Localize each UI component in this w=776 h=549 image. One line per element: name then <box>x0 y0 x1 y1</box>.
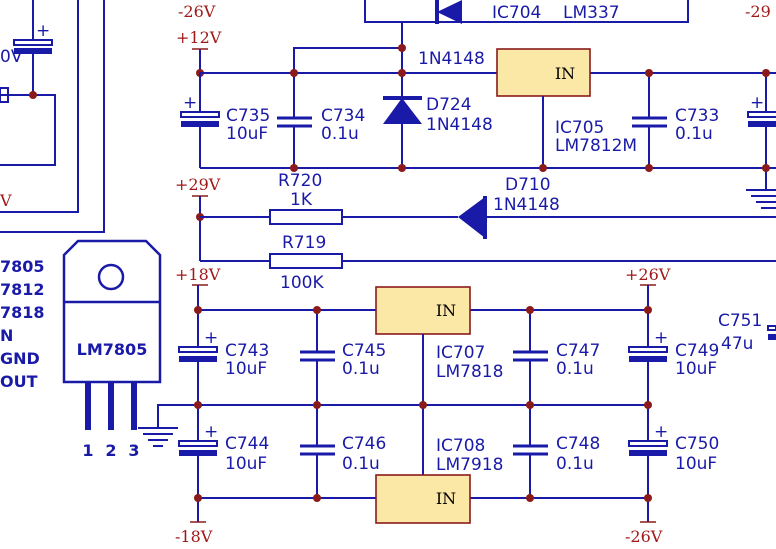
c735-value: 10uF <box>226 124 268 144</box>
d724-diode-icon <box>383 98 422 124</box>
c735-label: C735 <box>226 106 270 126</box>
ic708-regulator-box <box>375 474 471 524</box>
ic704-part: LM337 <box>563 3 620 23</box>
d710-part: 1N4148 <box>493 195 560 215</box>
c744-label: C744 <box>225 434 269 454</box>
legend-line-6: OUT <box>0 372 38 391</box>
c751-value: 47u <box>721 334 753 354</box>
legend-line-3: 7818 <box>0 303 45 322</box>
ic705-label: IC705 <box>555 118 604 138</box>
ic708-part: LM7918 <box>436 455 503 475</box>
c747-value: 0.1u <box>556 359 594 379</box>
c749-polarity: + <box>654 328 668 348</box>
c746-value: 0.1u <box>342 454 380 474</box>
ic704-section: -26V -29 IC704 LM337 1N4148 <box>178 0 771 69</box>
legend-line-2: 7812 <box>0 280 45 299</box>
ic707-in-label: IN <box>436 301 456 320</box>
r719-label: R719 <box>282 233 326 253</box>
r719-value: 100K <box>280 273 324 293</box>
rail-label-minus26-top: -26V <box>178 2 216 21</box>
diode-top-icon <box>437 0 462 24</box>
package-name: LM7805 <box>77 340 148 359</box>
c745-value: 0.1u <box>342 359 380 379</box>
ic707-part: LM7818 <box>436 362 503 382</box>
rail-label-m26: -26V <box>625 527 663 546</box>
r720-resistor-icon <box>269 209 343 225</box>
rail-label-p12: +12V <box>176 28 222 47</box>
c750-polarity: + <box>654 422 668 442</box>
c749-value: 10uF <box>675 359 717 379</box>
d710-label: D710 <box>505 175 551 195</box>
c734-label: C734 <box>321 106 365 126</box>
c743-label: C743 <box>225 341 269 361</box>
legend-line-5: GND <box>0 349 40 368</box>
rail-label-p18: +18V <box>175 265 221 284</box>
c746-label: C746 <box>342 434 386 454</box>
rail-label-m18: -18V <box>175 527 213 546</box>
ic704-label: IC704 <box>492 3 541 23</box>
c744-polarity: + <box>204 422 218 442</box>
ic708-label: IC708 <box>436 436 485 456</box>
legend-line-1: 7805 <box>0 257 45 276</box>
ic708-in-label: IN <box>436 489 456 508</box>
r720-label: R720 <box>278 171 322 191</box>
left-edge-0v-label: 0V <box>0 47 23 67</box>
pin-2-label: 2 <box>105 441 116 460</box>
ic705-regulator-box <box>496 48 591 97</box>
c748-value: 0.1u <box>556 454 594 474</box>
c733-value: 0.1u <box>675 124 713 144</box>
right-cap-polarity: + <box>750 93 764 113</box>
d710-diode-icon <box>458 197 485 238</box>
r720-r719-section: +29V R720 1K R719 100K D710 1N4148 <box>175 171 776 293</box>
c750-value: 10uF <box>675 454 717 474</box>
c748-label: C748 <box>556 434 600 454</box>
c743-polarity: + <box>204 328 218 348</box>
ic707-label: IC707 <box>436 343 485 363</box>
pin-3-label: 3 <box>128 441 139 460</box>
pin-1-label: 1 <box>82 441 93 460</box>
rail-label-minus29-top: -29 <box>745 2 771 21</box>
d724-label: D724 <box>426 95 472 115</box>
package-legend: 7805 7812 7818 N GND OUT <box>0 257 45 391</box>
ic705-section: +12V + C735 10uF C734 0.1u D724 1N4148 I… <box>176 28 776 209</box>
c745-label: C745 <box>342 341 386 361</box>
diode-top-part: 1N4148 <box>418 49 485 69</box>
ic705-part: LM7812M <box>555 136 637 156</box>
lm7805-package: LM7805 1 2 3 <box>62 239 162 460</box>
rail-label-p26: +26V <box>625 265 671 284</box>
legend-line-4: N <box>0 326 13 345</box>
c747-label: C747 <box>556 341 600 361</box>
ic707-ic708-section: +18V +26V -18V -26V IN IC707 LM7818 IN I… <box>175 265 776 546</box>
left-partial-circuit: + 0V V <box>0 0 105 233</box>
r720-value: 1K <box>290 190 313 210</box>
rail-label-p29: +29V <box>175 175 221 194</box>
c735-polarity: + <box>183 93 197 113</box>
c749-label: C749 <box>675 341 719 361</box>
cap-polarity-mark: + <box>36 21 50 41</box>
ic705-in-label: IN <box>555 64 575 83</box>
ic707-regulator-box <box>375 286 471 335</box>
r719-resistor-icon <box>269 253 343 269</box>
c744-value: 10uF <box>225 454 267 474</box>
left-edge-v-label: V <box>0 191 12 210</box>
c743-value: 10uF <box>225 359 267 379</box>
c734-value: 0.1u <box>321 124 359 144</box>
c750-label: C750 <box>675 434 719 454</box>
ground-symbol-left <box>138 404 198 447</box>
c751-label: C751 <box>718 311 762 331</box>
c733-label: C733 <box>675 106 719 126</box>
d724-part: 1N4148 <box>426 115 493 135</box>
